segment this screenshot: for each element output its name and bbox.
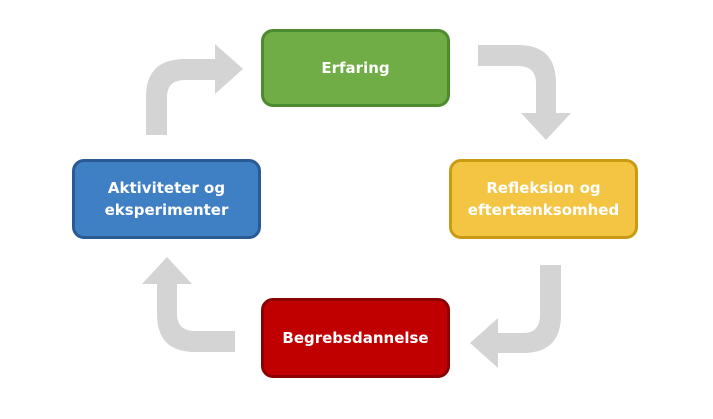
node-activity: Aktiviteter og eksperimenter bbox=[72, 159, 261, 239]
node-concept-label: Begrebsdannelse bbox=[282, 329, 429, 347]
node-reflection-label-line1: Refleksion og bbox=[486, 179, 601, 197]
node-reflection: Refleksion og eftertænksomhed bbox=[449, 159, 638, 239]
node-experience: Erfaring bbox=[261, 29, 450, 107]
arrow-reflection-to-concept-shape bbox=[470, 265, 561, 368]
node-reflection-label-line2: eftertænksomhed bbox=[467, 201, 620, 219]
node-experience-label: Erfaring bbox=[321, 59, 390, 77]
arrow-experience-to-reflection-shape bbox=[478, 45, 571, 140]
node-activity-label-line1: Aktiviteter og bbox=[107, 179, 226, 197]
node-activity-label-line2: eksperimenter bbox=[104, 201, 229, 219]
node-concept: Begrebsdannelse bbox=[261, 298, 450, 378]
arrow-concept-to-activity-shape bbox=[142, 257, 235, 352]
arrow-activity-to-experience-shape bbox=[146, 44, 243, 135]
